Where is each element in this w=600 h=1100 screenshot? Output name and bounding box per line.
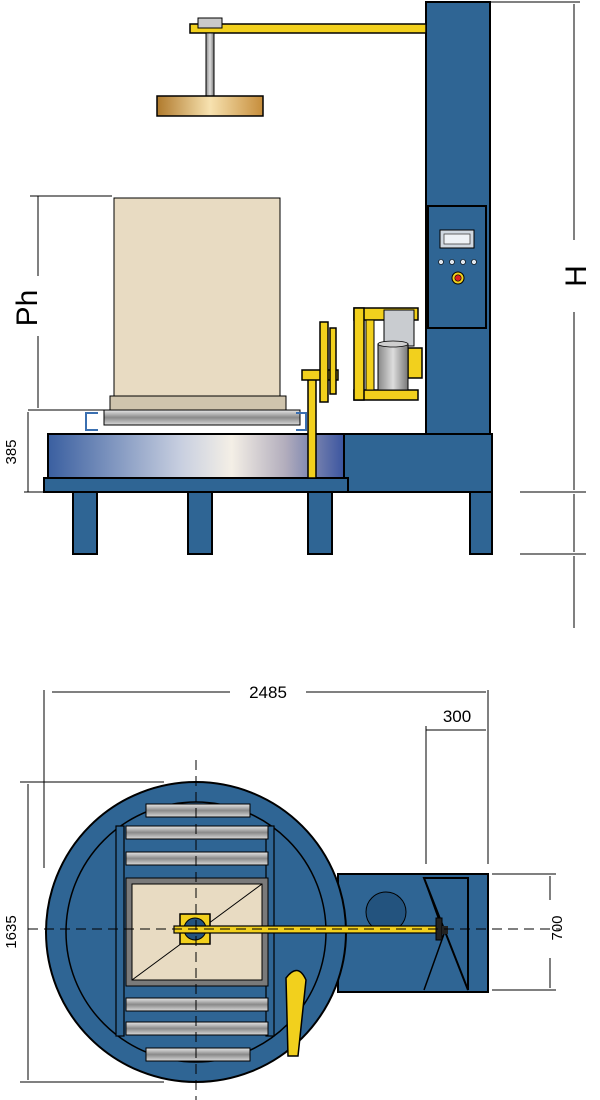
roller-top-1 xyxy=(145,803,251,818)
turntable-diameter-label: 1635 xyxy=(3,915,20,948)
emergency-stop-icon xyxy=(451,271,465,285)
base-body xyxy=(339,433,493,493)
leg-4 xyxy=(469,491,493,555)
dim-700: 700 xyxy=(492,873,566,991)
film-roll-icon xyxy=(377,340,409,391)
film-arm-post-2 xyxy=(329,327,337,395)
film-carriage xyxy=(353,307,423,401)
turntable-roller xyxy=(103,409,301,426)
leg-2 xyxy=(187,491,213,555)
top-press-arm xyxy=(189,23,427,34)
top-view: 2485 300 1635 700 xyxy=(3,683,566,1100)
roller-top-2 xyxy=(125,825,269,840)
control-panel-icon xyxy=(427,205,487,329)
film-arm-post xyxy=(319,321,329,403)
right-bracket xyxy=(296,412,307,431)
roller-bottom-2 xyxy=(125,1021,269,1036)
dim-300: 300 xyxy=(425,707,486,864)
leg-3 xyxy=(307,491,333,555)
dim-385: 385 xyxy=(3,412,48,493)
pallet xyxy=(109,395,287,411)
machine-height-label: H xyxy=(560,265,593,287)
turntable xyxy=(47,433,345,481)
side-view: Ph 385 H xyxy=(3,1,593,628)
dim-ph: Ph xyxy=(11,195,112,411)
overall-length-label: 2485 xyxy=(249,683,287,702)
dim-2485: 2485 xyxy=(43,683,489,868)
column-width-label: 700 xyxy=(549,915,566,940)
top-press-hub xyxy=(197,17,223,29)
left-bracket xyxy=(85,412,98,431)
left-rail xyxy=(115,825,125,1037)
film-arm-top xyxy=(285,969,307,1057)
roller-bottom-1 xyxy=(125,997,269,1012)
column-offset-label: 300 xyxy=(443,707,471,726)
roller-bottom-3 xyxy=(145,1047,251,1062)
load xyxy=(113,197,281,397)
leg-1 xyxy=(72,491,98,555)
base-frame xyxy=(43,477,349,493)
pallet-height-label: Ph xyxy=(11,290,44,327)
top-press-plate xyxy=(156,95,264,117)
roller-top-3 xyxy=(125,851,269,866)
dim-1635: 1635 xyxy=(3,781,164,1083)
turntable-height-label: 385 xyxy=(3,439,20,464)
film-arm-vertical xyxy=(307,371,317,479)
top-press-rod xyxy=(205,32,215,98)
dim-h: H xyxy=(490,1,593,628)
arm-end-stub xyxy=(442,926,448,934)
